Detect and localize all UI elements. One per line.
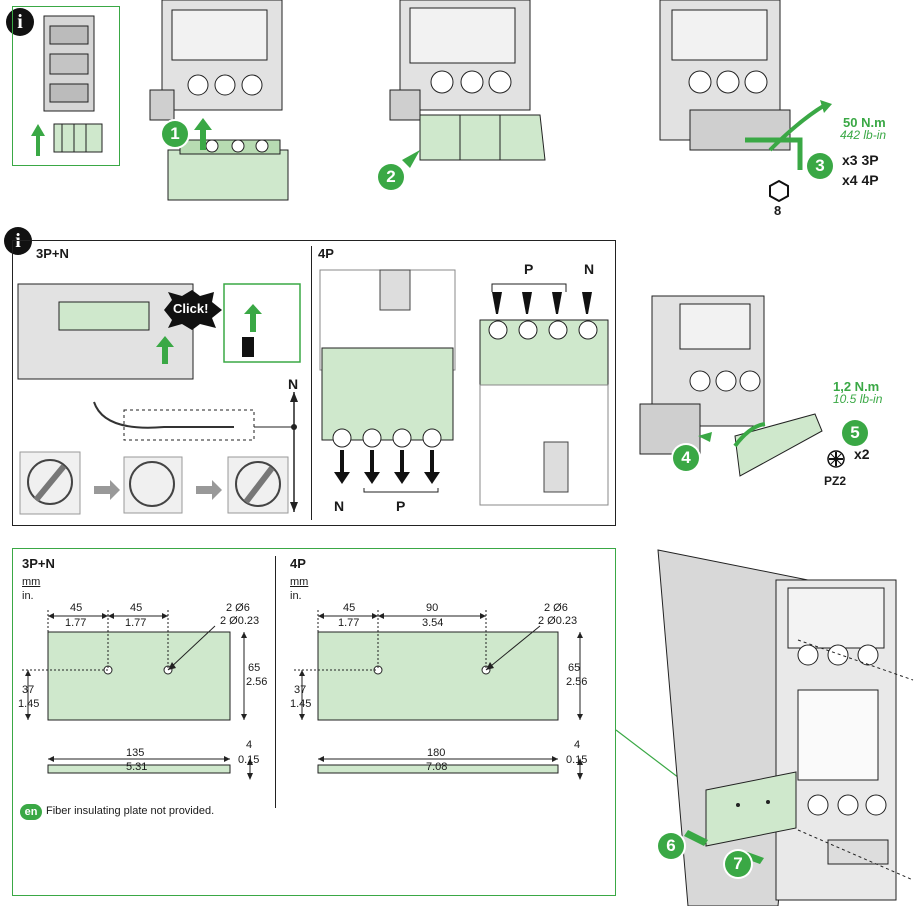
drill-left-d2-mm: 45: [130, 602, 143, 614]
drill-left-units-in: in.: [22, 590, 34, 602]
torque-mid-lbin: 10.5 lb-in: [833, 392, 883, 406]
drill-left-plate-drawing: [22, 610, 253, 780]
drill-right-t-in: 0.15: [566, 754, 588, 766]
output-neutral-label: N: [334, 498, 345, 514]
drill-left-v-in: 1.45: [18, 698, 40, 710]
click-burst-icon: [164, 290, 222, 330]
info-icon: i: [6, 8, 34, 36]
step-3-badge: 3: [807, 153, 833, 179]
drilling-panel-divider: [275, 556, 276, 808]
drill-left-hole-in: 2 Ø0.23: [220, 615, 260, 627]
drill-left-w-in: 5.31: [126, 761, 148, 773]
drill-left-t-mm: 4: [246, 739, 253, 751]
info-box-label-4p: 4P: [318, 246, 334, 261]
drill-right-t-mm: 4: [574, 739, 581, 751]
drill-right-v-in: 1.45: [290, 698, 312, 710]
info-box-label-3pn: 3P+N: [36, 246, 69, 261]
drill-right-d1-mm: 45: [343, 602, 356, 614]
torque-mid-nm: 1,2 N.m: [833, 379, 880, 394]
drill-right-v-mm: 37: [294, 684, 307, 696]
neutral-connector-illustration: [17, 283, 301, 515]
step-1-badge: 1: [162, 121, 188, 147]
step-6-badge: 6: [658, 833, 684, 859]
output-phase-label: P: [396, 498, 406, 514]
step45-breaker-illustration: [639, 295, 823, 477]
torque-top-nm: 50 N.m: [843, 115, 886, 130]
torque-mid-driver: PZ2: [824, 474, 847, 488]
four-pole-front-illustration: [319, 269, 456, 493]
drill-right-units-in: in.: [290, 590, 302, 602]
drill-left-label: 3P+N: [22, 556, 55, 571]
hex-key-icon: [769, 179, 789, 203]
drill-right-w-in: 7.08: [426, 761, 448, 773]
torque-top-lbin: 442 lb-in: [840, 128, 887, 142]
drill-right-hole-in: 2 Ø0.23: [538, 615, 578, 627]
drill-right-hole-mm: 2 Ø6: [544, 602, 568, 614]
drill-left-hole-mm: 2 Ø6: [226, 602, 250, 614]
drill-right-plate-drawing: [294, 610, 583, 780]
top-phase-label: P: [524, 261, 534, 277]
drill-left-d1-in: 1.77: [65, 617, 87, 629]
step-4-badge: 4: [673, 445, 699, 471]
drill-left-d1-mm: 45: [70, 602, 83, 614]
four-pole-top-illustration: [479, 283, 609, 506]
step1-breaker-illustration: [149, 0, 289, 201]
torque-top-qty-4p: x4 4P: [842, 172, 879, 188]
drill-left-h-mm: 65: [248, 662, 261, 674]
drill-left-h-in: 2.56: [246, 676, 268, 688]
drill-right-d2-mm: 90: [426, 602, 439, 614]
step-7-badge: 7: [725, 851, 751, 877]
info-box-divider: [311, 246, 312, 520]
drilling-panel-frame: [12, 548, 616, 896]
torque-mid-qty: x2: [854, 446, 870, 462]
mounting-illustration: [657, 549, 914, 906]
info-icon-2: i: [4, 227, 32, 255]
drill-right-d1-in: 1.77: [338, 617, 360, 629]
step3-breaker-illustration: [659, 0, 832, 170]
pozidriv-icon: [827, 450, 845, 468]
drill-left-t-in: 0.15: [238, 754, 260, 766]
drill-right-h-mm: 65: [568, 662, 581, 674]
step-5-badge: 5: [842, 420, 868, 446]
top-neutral-label: N: [584, 261, 595, 277]
drill-left-d2-in: 1.77: [125, 617, 147, 629]
step2-breaker-illustration: [389, 0, 546, 168]
neutral-label: N: [288, 376, 299, 392]
step-2-badge: 2: [378, 164, 404, 190]
info-box-frame: [12, 240, 616, 526]
torque-top-qty-3p: x3 3P: [842, 152, 879, 168]
drill-right-h-in: 2.56: [566, 676, 588, 688]
hex-key-size: 8: [774, 203, 782, 218]
info-inset-frame: [12, 6, 120, 166]
drill-right-units-mm: mm: [290, 576, 309, 588]
en-language-icon: en: [20, 804, 42, 820]
drill-left-units-mm: mm: [22, 576, 41, 588]
breaker-exploded-illustration: [31, 15, 103, 156]
drill-right-d2-in: 3.54: [422, 617, 444, 629]
click-label: Click!: [173, 301, 209, 316]
drill-left-v-mm: 37: [22, 684, 35, 696]
drilling-note: Fiber insulating plate not provided.: [46, 805, 215, 817]
drill-right-w-mm: 180: [427, 747, 446, 759]
drill-left-w-mm: 135: [126, 747, 145, 759]
drill-right-label: 4P: [290, 556, 306, 571]
